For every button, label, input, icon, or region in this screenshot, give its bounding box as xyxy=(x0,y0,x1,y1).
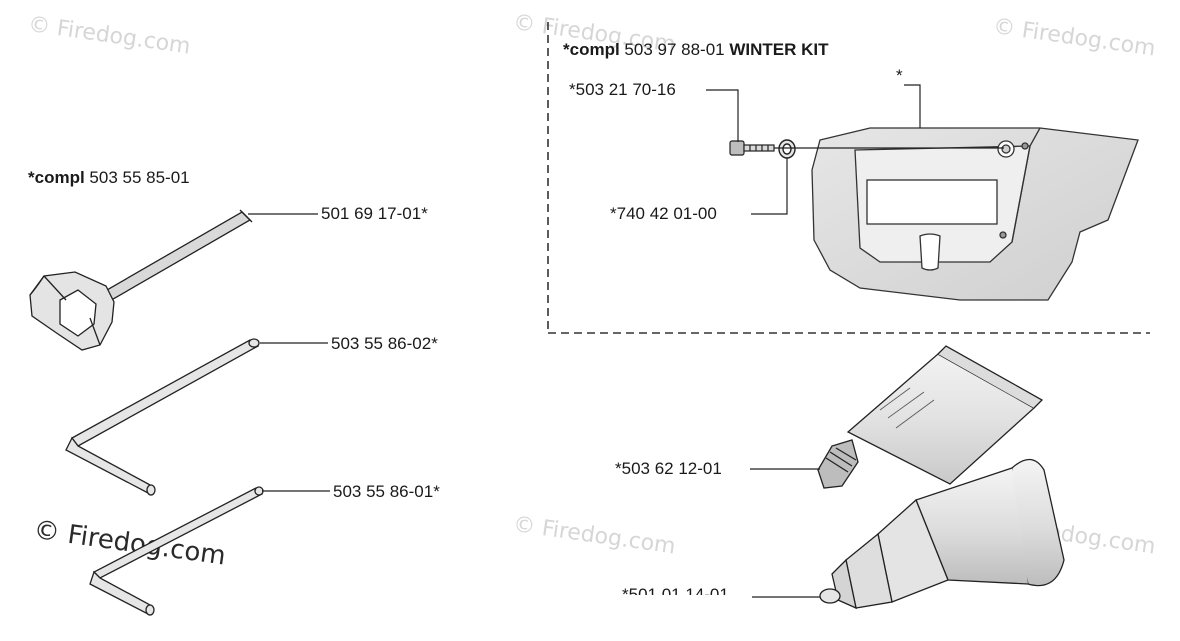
leader-lines xyxy=(248,84,921,598)
part-label-grease-tube[interactable]: *503 62 12-01 xyxy=(615,459,722,478)
winter-cover-illustration xyxy=(811,127,1139,301)
winter-kit-label: *compl 503 97 88-01 WINTER KIT xyxy=(563,40,829,60)
winter-kit-number: 503 97 88-01 xyxy=(624,40,725,59)
part-label-winter-cover[interactable]: * xyxy=(896,66,903,85)
part-label-grease-gun[interactable]: *501 01 14-01 xyxy=(622,585,729,595)
part-label-hex-key-large[interactable]: 503 55 86-02* xyxy=(331,334,438,353)
winter-kit-frame xyxy=(547,22,1150,334)
hex-key-small-illustration xyxy=(89,486,264,616)
washer-illustration xyxy=(778,139,796,159)
grease-gun-illustration xyxy=(819,458,1065,610)
combination-wrench-illustration xyxy=(29,209,253,351)
part-label-washer[interactable]: *740 42 01-00 xyxy=(610,204,717,223)
screw-illustration xyxy=(729,140,775,156)
grease-tube-illustration xyxy=(817,345,1044,489)
winter-kit-prefix: *compl xyxy=(563,40,620,59)
tool-kit-prefix: *compl xyxy=(28,168,85,187)
tool-kit-label: *compl 503 55 85-01 xyxy=(28,168,190,188)
tool-kit-number: 503 55 85-01 xyxy=(89,168,190,187)
part-label-hex-key-small[interactable]: 503 55 86-01* xyxy=(333,482,440,501)
winter-kit-name: WINTER KIT xyxy=(729,40,829,59)
part-label-screw[interactable]: *503 21 70-16 xyxy=(569,80,676,99)
hex-key-large-illustration xyxy=(65,338,260,496)
part-label-combination-wrench[interactable]: 501 69 17-01* xyxy=(321,204,428,223)
